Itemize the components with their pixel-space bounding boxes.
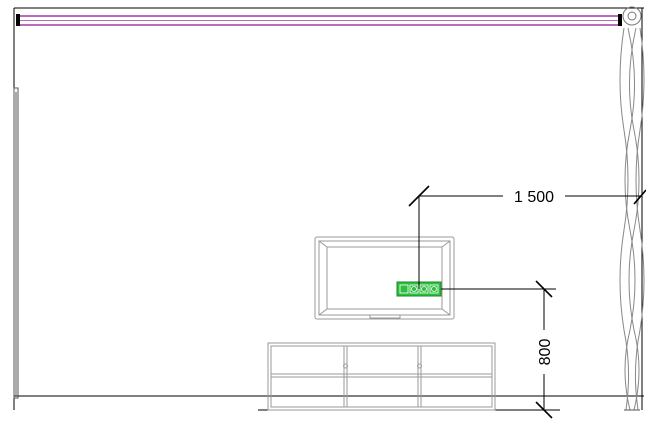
rail-end-left [16,14,20,26]
dim-v-tick-bottom [535,401,553,419]
curtain-rail [16,14,622,26]
dim-h-tick-right [633,189,646,205]
tv [314,236,455,320]
curtain-ring [622,6,642,26]
dim-v-tick-top [535,280,553,298]
rail-end-right [618,14,622,26]
dimension-horizontal-label: 1 500 [514,189,554,206]
door-edge [13,87,19,399]
tv-cabinet [267,342,496,411]
curtain [619,6,645,411]
tv-frame [314,236,455,320]
dimension-vertical [441,280,556,419]
dimension-horizontal [408,185,646,289]
dimension-vertical-label: 800 [537,339,554,366]
tv-screen [326,246,443,310]
tv-stand [369,314,401,319]
dim-h-tick-left [408,185,430,207]
